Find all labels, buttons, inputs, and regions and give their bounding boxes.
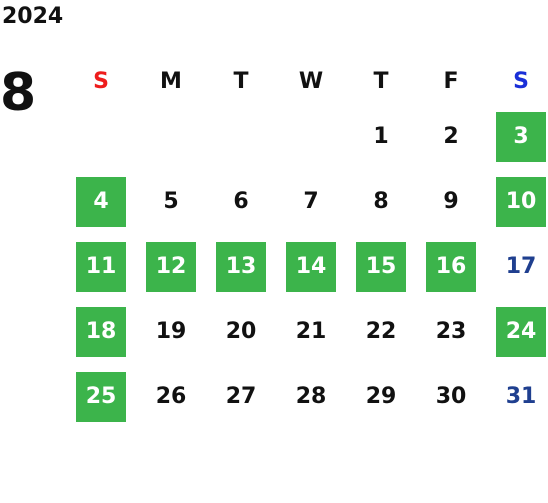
day-number: 18 bbox=[76, 306, 126, 357]
day-cell[interactable]: 29 bbox=[346, 364, 416, 429]
day-number: 16 bbox=[426, 241, 476, 292]
week-row: 1 2 3 bbox=[66, 104, 548, 169]
month-label: 8 bbox=[0, 63, 37, 123]
weekday-wednesday: W bbox=[298, 68, 324, 94]
weekday-tuesday: T bbox=[233, 68, 249, 94]
day-cell[interactable]: 20 bbox=[206, 299, 276, 364]
day-number: 22 bbox=[365, 319, 397, 344]
day-cell[interactable]: 16 bbox=[416, 234, 486, 299]
day-cell[interactable]: 15 bbox=[346, 234, 416, 299]
day-cell[interactable]: 28 bbox=[276, 364, 346, 429]
weekday-sunday: S bbox=[93, 68, 109, 94]
weekday-friday: F bbox=[443, 68, 459, 94]
week-row: 25 26 27 28 29 30 31 bbox=[66, 364, 548, 429]
day-number: 9 bbox=[443, 189, 459, 214]
day-number: 25 bbox=[76, 371, 126, 422]
day-number: 17 bbox=[505, 254, 537, 279]
day-cell[interactable]: 26 bbox=[136, 364, 206, 429]
day-cell[interactable]: 18 bbox=[66, 299, 136, 364]
day-number: 2 bbox=[443, 124, 459, 149]
day-number: 11 bbox=[76, 241, 126, 292]
empty-day-cell bbox=[66, 104, 136, 169]
day-cell[interactable]: 27 bbox=[206, 364, 276, 429]
day-number: 13 bbox=[216, 241, 266, 292]
empty-day-cell bbox=[206, 104, 276, 169]
day-number: 6 bbox=[233, 189, 249, 214]
day-cell[interactable]: 9 bbox=[416, 169, 486, 234]
day-number: 10 bbox=[496, 176, 546, 227]
day-number: 1 bbox=[373, 124, 389, 149]
day-cell[interactable]: 5 bbox=[136, 169, 206, 234]
day-number: 27 bbox=[225, 384, 257, 409]
day-number: 5 bbox=[163, 189, 179, 214]
day-number: 15 bbox=[356, 241, 406, 292]
day-cell[interactable]: 25 bbox=[66, 364, 136, 429]
day-cell[interactable]: 4 bbox=[66, 169, 136, 234]
day-cell[interactable]: 2 bbox=[416, 104, 486, 169]
weekday-header-row: S M T W T F S bbox=[66, 58, 548, 104]
day-cell[interactable]: 1 bbox=[346, 104, 416, 169]
day-cell[interactable]: 6 bbox=[206, 169, 276, 234]
day-number: 29 bbox=[365, 384, 397, 409]
day-cell[interactable]: 30 bbox=[416, 364, 486, 429]
day-number: 30 bbox=[435, 384, 467, 409]
day-cell[interactable]: 10 bbox=[486, 169, 548, 234]
empty-day-cell bbox=[276, 104, 346, 169]
weekday-monday: M bbox=[160, 68, 182, 94]
year-label: 2024 bbox=[2, 4, 64, 29]
day-number: 3 bbox=[496, 111, 546, 162]
day-cell[interactable]: 7 bbox=[276, 169, 346, 234]
day-number: 20 bbox=[225, 319, 257, 344]
day-number: 8 bbox=[373, 189, 389, 214]
weekday-saturday: S bbox=[513, 68, 529, 94]
weekday-thursday: T bbox=[373, 68, 389, 94]
day-number: 19 bbox=[155, 319, 187, 344]
week-row: 4 5 6 7 8 9 10 bbox=[66, 169, 548, 234]
day-cell[interactable]: 17 bbox=[486, 234, 548, 299]
day-cell[interactable]: 12 bbox=[136, 234, 206, 299]
day-cell[interactable]: 11 bbox=[66, 234, 136, 299]
empty-day-cell bbox=[136, 104, 206, 169]
week-row: 11 12 13 14 15 16 17 bbox=[66, 234, 548, 299]
day-number: 31 bbox=[505, 384, 537, 409]
day-number: 23 bbox=[435, 319, 467, 344]
day-number: 26 bbox=[155, 384, 187, 409]
day-number: 12 bbox=[146, 241, 196, 292]
day-number: 24 bbox=[496, 306, 546, 357]
day-number: 4 bbox=[76, 176, 126, 227]
day-number: 7 bbox=[303, 189, 319, 214]
day-cell[interactable]: 19 bbox=[136, 299, 206, 364]
day-cell[interactable]: 8 bbox=[346, 169, 416, 234]
day-cell[interactable]: 3 bbox=[486, 104, 548, 169]
day-number: 14 bbox=[286, 241, 336, 292]
day-cell[interactable]: 31 bbox=[486, 364, 548, 429]
day-number: 21 bbox=[295, 319, 327, 344]
day-cell[interactable]: 21 bbox=[276, 299, 346, 364]
day-number: 28 bbox=[295, 384, 327, 409]
day-cell[interactable]: 24 bbox=[486, 299, 548, 364]
day-cell[interactable]: 14 bbox=[276, 234, 346, 299]
day-cell[interactable]: 23 bbox=[416, 299, 486, 364]
day-cell[interactable]: 22 bbox=[346, 299, 416, 364]
day-cell[interactable]: 13 bbox=[206, 234, 276, 299]
week-row: 18 19 20 21 22 23 24 bbox=[66, 299, 548, 364]
